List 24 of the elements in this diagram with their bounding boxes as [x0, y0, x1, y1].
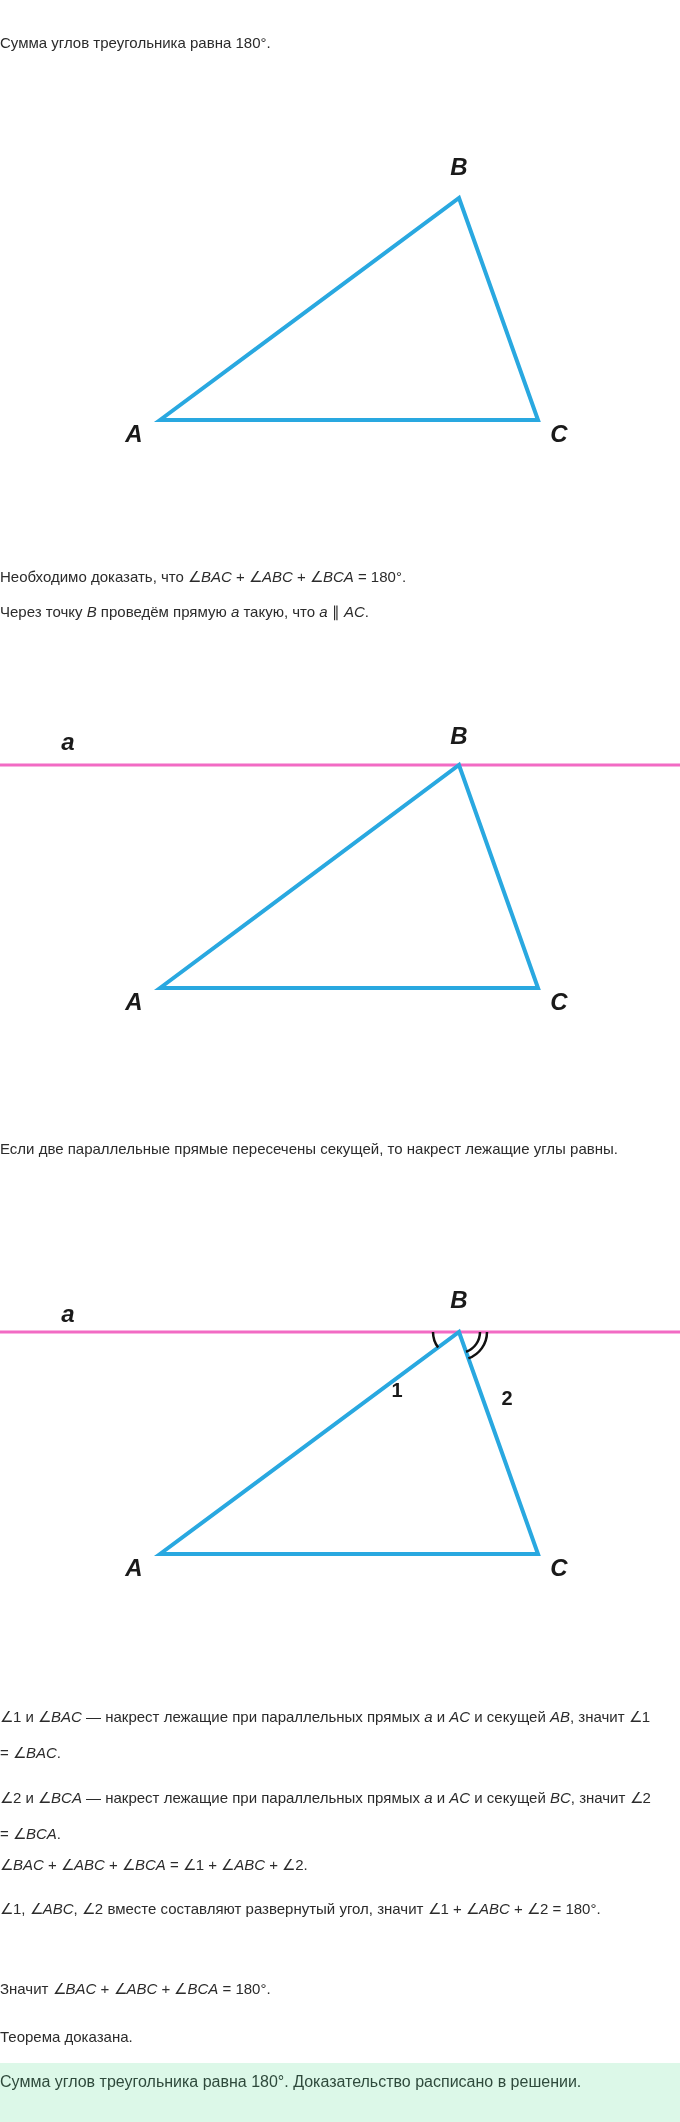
- paragraph: Теорема доказана.: [0, 2027, 134, 2047]
- point-label: a: [61, 730, 75, 754]
- point-label: C: [550, 422, 568, 446]
- paragraph: ∠2 и ∠BCA — накрест лежащие при параллельных прямых a и AC и секущей BC, значит ∠2 = ∠BCA.: [0, 1788, 652, 1844]
- paragraph: Значит ∠BAC + ∠ABC + ∠BCA = 180°.: [0, 1979, 272, 1999]
- point-label: B: [450, 724, 468, 748]
- point-label: A: [125, 990, 143, 1014]
- paragraph: ∠1, ∠ABC, ∠2 вместе составляют развернутый угол, значит ∠1 + ∠ABC + ∠2 = 180°.: [0, 1899, 602, 1919]
- paragraph: Сумма углов треугольника равна 180°.: [0, 33, 272, 53]
- paragraph: Необходимо доказать, что ∠BAC + ∠ABC + ∠BCA = 180°.: [0, 567, 408, 587]
- paragraph: Если две параллельные прямые пересечены секущей, то накрест лежащие углы равны.: [0, 1139, 619, 1159]
- point-label: a: [61, 1302, 75, 1326]
- angle-number: 2: [501, 1388, 513, 1408]
- paragraph: ∠BAC + ∠ABC + ∠BCA = ∠1 + ∠ABC + ∠2.: [0, 1855, 309, 1875]
- point-label: A: [125, 422, 143, 446]
- paragraph: Через точку B проведём прямую a такую, что a ∥ AC.: [0, 602, 370, 623]
- point-label: B: [450, 155, 468, 179]
- point-label: C: [550, 990, 568, 1014]
- point-label: B: [450, 1288, 468, 1312]
- paragraph: ∠1 и ∠BAC — накрест лежащие при параллельных прямых a и AC и секущей AB, значит ∠1 = ∠BAC.: [0, 1707, 652, 1763]
- point-label: A: [125, 1556, 143, 1580]
- answer-text: Сумма углов треугольника равна 180°. Доказательство расписано в решении.: [0, 2063, 680, 2122]
- angle-number: 1: [391, 1380, 403, 1400]
- point-label: C: [550, 1556, 568, 1580]
